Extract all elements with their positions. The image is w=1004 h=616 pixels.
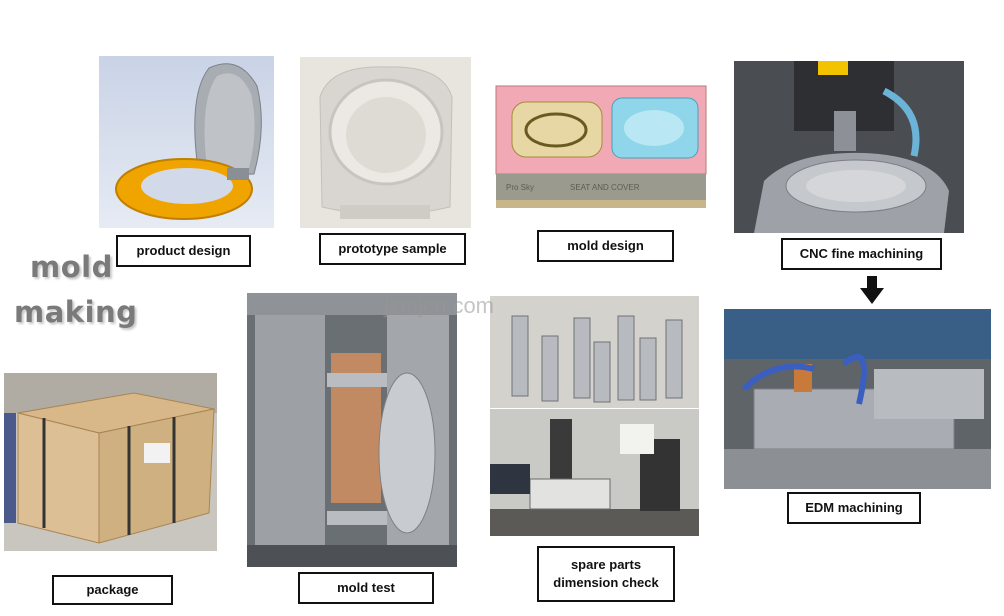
- spare-parts-photo: [490, 296, 699, 408]
- spare-parts-label-line2: dimension check: [553, 575, 659, 590]
- edm-machining-photo: [724, 309, 991, 489]
- step-label-mold-test: mold test: [298, 572, 434, 604]
- watermark: jzmjcn.com: [384, 293, 495, 318]
- mold-design-engrave-text: SEAT AND COVER: [570, 183, 640, 192]
- step-label-cnc-fine-machining: CNC fine machining: [781, 238, 942, 270]
- dimension-check-photo: [490, 409, 699, 536]
- mold-design-photo: Pro Sky SEAT AND COVER: [492, 80, 717, 220]
- heading-line1: mold: [30, 250, 113, 284]
- mold-design-sign-text: Pro Sky: [506, 183, 534, 192]
- heading-line2: making: [14, 295, 138, 329]
- mold-test-photo: [247, 293, 457, 567]
- spare-parts-label-line1: spare parts: [570, 557, 642, 573]
- prototype-sample-photo: [300, 57, 471, 228]
- step-label-mold-design: mold design: [537, 230, 674, 262]
- step-label-package: package: [52, 575, 173, 605]
- step-label-spare-parts-dimension-check: spare parts dimension check: [537, 546, 675, 602]
- package-photo: [4, 373, 217, 551]
- product-design-photo: [99, 56, 274, 228]
- step-label-prototype-sample: prototype sample: [319, 233, 466, 265]
- step-label-edm-machining: EDM machining: [787, 492, 921, 524]
- cnc-machining-photo: [734, 61, 964, 233]
- step-label-product-design: product design: [116, 235, 251, 267]
- arrow-down-icon: [860, 276, 884, 304]
